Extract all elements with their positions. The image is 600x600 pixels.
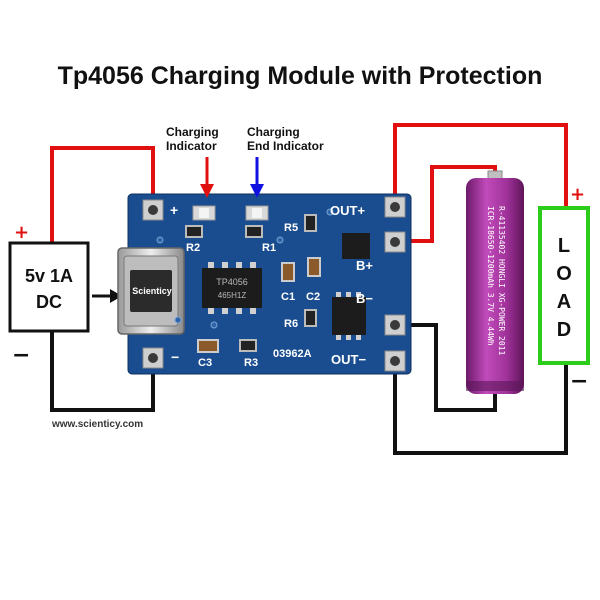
source-plus-sign: + — [14, 222, 29, 243]
power-source-line2: DC — [36, 292, 62, 312]
charging-indicator-label-line1: Charging — [166, 125, 219, 139]
smd-components — [185, 214, 321, 353]
pcb-label-out-plus: OUT+ — [330, 203, 365, 218]
end-indicator-label-line2: End Indicator — [247, 139, 324, 153]
pcb-label-r5: R5 — [284, 222, 298, 234]
resistor-r3 — [239, 339, 257, 352]
load-minus-sign: − — [570, 369, 588, 394]
load-letter-a: A — [557, 291, 571, 313]
resistor-r6 — [304, 309, 317, 327]
pcb-label-r6: R6 — [284, 318, 298, 330]
end-indicator-label-line1: Charging — [247, 125, 300, 139]
pcb-label-b-minus: B− — [356, 291, 373, 306]
chip-code: 465H1Z — [218, 291, 247, 300]
load-plus-sign: + — [570, 184, 585, 205]
pcb-label-c3: C3 — [198, 357, 212, 369]
negative-wires — [50, 323, 568, 455]
capacitor-c3 — [197, 339, 219, 353]
source-minus-sign: − — [12, 343, 30, 368]
tp4056-module: Scienticy TP4056 465H1Z — [117, 193, 412, 375]
load-box — [538, 206, 590, 365]
charging-indicator-label-line2: Indicator — [166, 139, 217, 153]
wire-input-positive — [50, 146, 155, 243]
charging-indicator-label: Charging Indicator — [166, 125, 219, 153]
end-indicator-label: Charging End Indicator — [247, 125, 324, 153]
battery-18650: ICR-18650-1200mAh 3.7V 4.44Wh R-41135402… — [466, 170, 524, 394]
website-label: www.scienticy.com — [52, 419, 144, 430]
usb-brand-watermark: Scienticy — [132, 286, 172, 296]
resistor-r5 — [304, 214, 317, 232]
load-letter-o: O — [556, 263, 572, 285]
pcb-label-c1: C1 — [281, 291, 295, 303]
capacitor-c1 — [281, 262, 295, 282]
power-source: 5v 1A DC — [8, 241, 90, 333]
pcb-label-r1: R1 — [262, 242, 276, 254]
load-letter-l: L — [558, 235, 570, 257]
load-letter-d: D — [557, 319, 571, 341]
vias — [156, 208, 334, 329]
resistor-r2 — [185, 225, 203, 238]
power-source-box — [8, 241, 90, 333]
wire-input-negative — [50, 330, 155, 412]
pcb-label-r3: R3 — [244, 357, 258, 369]
resistor-r1 — [245, 225, 263, 238]
dual-mosfet — [342, 233, 370, 259]
protection-chip — [332, 292, 366, 340]
pcb-label-c2: C2 — [306, 291, 320, 303]
power-source-line1: 5v 1A — [25, 266, 73, 286]
charging-led — [192, 205, 216, 221]
battery-text-1: ICR-18650-1200mAh 3.7V 4.44Wh — [486, 206, 495, 346]
pcb-label-in-plus: + — [170, 202, 178, 218]
charging-indicator-arrow — [200, 157, 214, 198]
pcb-label-b-plus: B+ — [356, 258, 373, 273]
load: L O A D — [538, 206, 590, 365]
end-led — [245, 205, 269, 221]
pcb-label-in-minus: − — [171, 349, 179, 365]
pcb-label-out-minus: OUT− — [331, 352, 366, 367]
page-title: Tp4056 Charging Module with Protection — [57, 62, 543, 90]
chip-name: TP4056 — [216, 277, 248, 287]
battery-text-2: R-41135402 HONGLI XG-POWER 2011 — [497, 206, 506, 355]
wire-battery-negative — [401, 323, 497, 412]
pcb-board-code: 03962A — [273, 348, 312, 360]
capacitor-c2 — [307, 257, 321, 277]
wire-out-positive-load — [393, 123, 568, 208]
micro-usb-port: Scienticy — [117, 247, 185, 335]
end-indicator-arrow — [250, 157, 264, 198]
pcb-label-r2: R2 — [186, 242, 200, 254]
input-arrow — [92, 289, 122, 303]
tp4056-chip: TP4056 465H1Z — [202, 262, 262, 314]
wire-out-negative-load — [393, 362, 568, 455]
